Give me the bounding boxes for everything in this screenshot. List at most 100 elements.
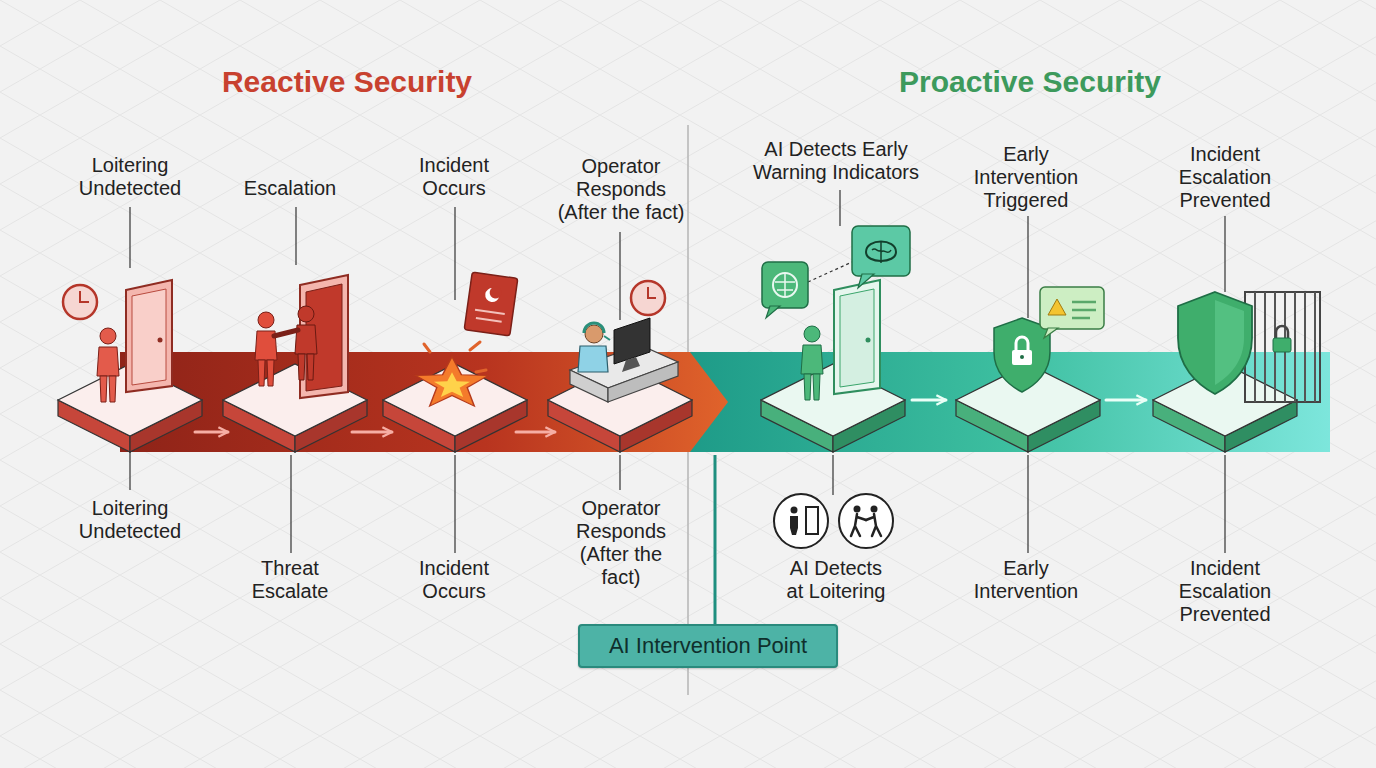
ai-bubble: [773, 273, 797, 297]
alert-bubble: [1040, 287, 1104, 338]
door-icon: [840, 289, 874, 387]
stage-label: Loitering Undetected: [70, 154, 190, 200]
ai-bubble: [762, 262, 808, 308]
explosion-icon: [416, 342, 488, 406]
behavior-icon: [806, 507, 818, 534]
alert-bubble: [1044, 328, 1058, 338]
shield-lock-icon: [1020, 355, 1024, 359]
shield-lock-icon: [1012, 350, 1032, 365]
section-heading: Reactive Security: [147, 64, 547, 100]
alert-sign: [489, 286, 503, 300]
shield-icon: [1178, 292, 1252, 394]
stage-label: Loitering Undetected: [70, 497, 190, 543]
explosion-icon: [434, 372, 470, 397]
shield-icon: [1215, 300, 1244, 385]
door-icon: [834, 280, 880, 394]
leader-line: [839, 190, 840, 226]
person-figure: [97, 328, 119, 402]
stage-label: Incident Occurs: [404, 557, 504, 603]
gate-icon: [1276, 326, 1288, 338]
stage-label: Escalation: [230, 177, 350, 200]
leader-line: [1224, 216, 1225, 292]
leader-line: [1224, 455, 1225, 553]
person-figure: [801, 326, 823, 400]
operator-desk: [614, 318, 650, 364]
behavior-icon: [871, 506, 878, 513]
door-icon: [126, 280, 172, 392]
behavior-icon: [791, 507, 798, 514]
leader-line: [619, 455, 620, 490]
shield-icon: [1178, 292, 1252, 394]
operator-figure: [604, 336, 610, 340]
behavior-icon: [839, 494, 893, 548]
flow-arrow: [195, 431, 228, 434]
stage-platform: [58, 364, 1297, 452]
stage-label: Incident Occurs: [404, 154, 504, 200]
callout-box: AI Intervention Point: [578, 624, 838, 668]
leader-line: [129, 452, 130, 490]
clock-icon: [648, 287, 656, 298]
alert-sign: [464, 272, 518, 336]
behavior-icon: [851, 514, 866, 536]
operator-figure: [585, 325, 603, 343]
clock-icon: [63, 285, 97, 319]
person-figure: [255, 312, 277, 386]
leader-line: [1027, 455, 1028, 553]
explosion-icon: [424, 342, 486, 372]
behavior-icon: [839, 494, 893, 548]
intervention-leader: [714, 455, 717, 625]
operator-desk: [570, 318, 678, 402]
alert-bubble: [1048, 299, 1066, 315]
leader-line: [129, 207, 130, 268]
stage-label: Operator Responds (After the fact): [571, 497, 671, 589]
stage-label: AI Detects Early Warning Indicators: [741, 138, 931, 184]
ai-bubble: [872, 241, 891, 263]
gate-icon: [1255, 292, 1315, 402]
leader-line: [130, 190, 1225, 553]
ai-bubble: [766, 306, 780, 318]
stage-label: Threat Escalate: [240, 557, 340, 603]
behavior-icon: [854, 506, 861, 513]
stage-label: Early Intervention: [964, 557, 1089, 603]
alert-sign: [474, 310, 505, 322]
behavior-icon: [866, 514, 881, 536]
door-icon: [126, 280, 172, 392]
gate-icon: [1245, 292, 1320, 402]
operator-desk: [622, 357, 640, 372]
leader-line: [295, 207, 296, 265]
stage-label: Incident Escalation Prevented: [1163, 143, 1288, 212]
leader-line: [454, 207, 455, 300]
operator-figure: [578, 323, 610, 372]
clock-icon: [631, 281, 665, 315]
operator-desk: [608, 362, 678, 402]
stage-column: Incident Escalation PreventedIncident Es…: [1146, 140, 1304, 610]
stage-label: Incident Escalation Prevented: [1163, 557, 1288, 626]
flow-arrow: [912, 399, 946, 402]
ai-bubble: [775, 273, 795, 297]
gate-icon: [1245, 292, 1320, 402]
operator-desk: [570, 370, 608, 402]
leader-line: [832, 455, 833, 495]
flow-band: [120, 352, 728, 452]
leader-line: [290, 455, 291, 553]
stage-column: AI Detects Early Warning IndicatorsAI De…: [760, 140, 912, 610]
behavior-icon: [790, 516, 798, 535]
operator-figure: [584, 323, 604, 333]
ai-bubble: [852, 226, 910, 288]
explosion-icon: [416, 357, 488, 406]
flow-arrow: [516, 431, 555, 434]
push-arm: [274, 330, 298, 336]
flow-arrow: [1106, 399, 1146, 402]
behavior-icon: [774, 494, 828, 548]
leader-line: [1027, 216, 1028, 318]
door-icon: [132, 289, 166, 385]
stage-column: Incident OccursIncident Occurs: [392, 140, 516, 610]
door-icon: [158, 338, 163, 343]
alert-bubble: [1072, 302, 1096, 318]
stage-label: Operator Responds (After the fact): [551, 155, 691, 224]
operator-figure: [578, 346, 608, 372]
stage-column: EscalationThreat Escalate: [228, 140, 352, 610]
shield-lock-icon: [994, 318, 1050, 392]
